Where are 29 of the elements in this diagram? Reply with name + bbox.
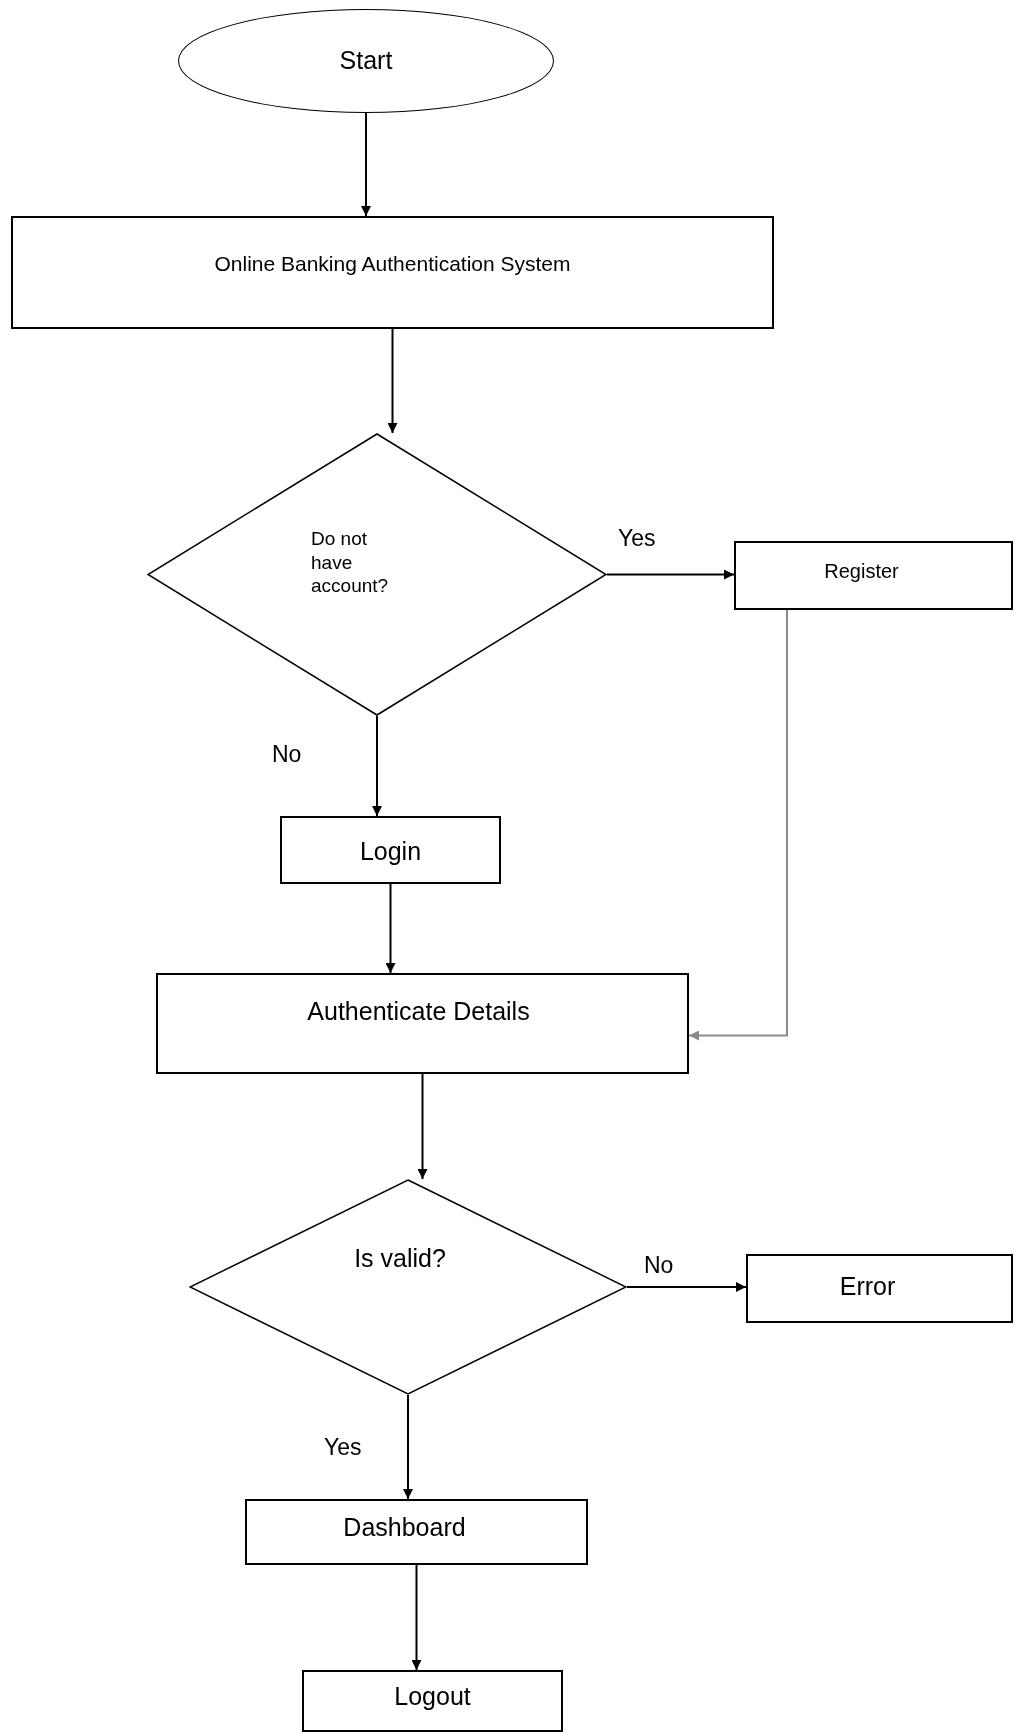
node-text: Logout <box>394 1681 471 1713</box>
process-box <box>245 1499 588 1565</box>
arrow <box>688 609 788 1041</box>
arrow <box>372 715 382 817</box>
node-text: Register <box>824 559 899 584</box>
arrow <box>411 1564 422 1671</box>
arrow <box>606 569 735 580</box>
arrow <box>626 1282 747 1292</box>
arrow <box>361 112 371 217</box>
node-text: Error <box>839 1270 896 1302</box>
arrow <box>387 328 398 434</box>
process-box <box>11 216 774 329</box>
process-box <box>734 541 1013 610</box>
process-box <box>156 973 689 1074</box>
node-text: Online Banking Authentication System <box>214 251 571 278</box>
process-box <box>746 1254 1013 1323</box>
process-box <box>302 1670 563 1732</box>
arrow <box>385 883 396 974</box>
arrow <box>403 1394 413 1500</box>
node-text: Authenticate Details <box>307 995 530 1027</box>
decision-diamond <box>147 433 607 716</box>
arrow <box>417 1073 428 1180</box>
node-text: Do not have account? <box>311 526 390 599</box>
node-text: Dashboard <box>343 1512 466 1544</box>
node-text: Is valid? <box>354 1243 446 1275</box>
node-text: Login <box>359 836 422 868</box>
process-box <box>280 816 501 884</box>
decision-diamond <box>189 1179 627 1395</box>
node-text: Start <box>339 45 393 77</box>
